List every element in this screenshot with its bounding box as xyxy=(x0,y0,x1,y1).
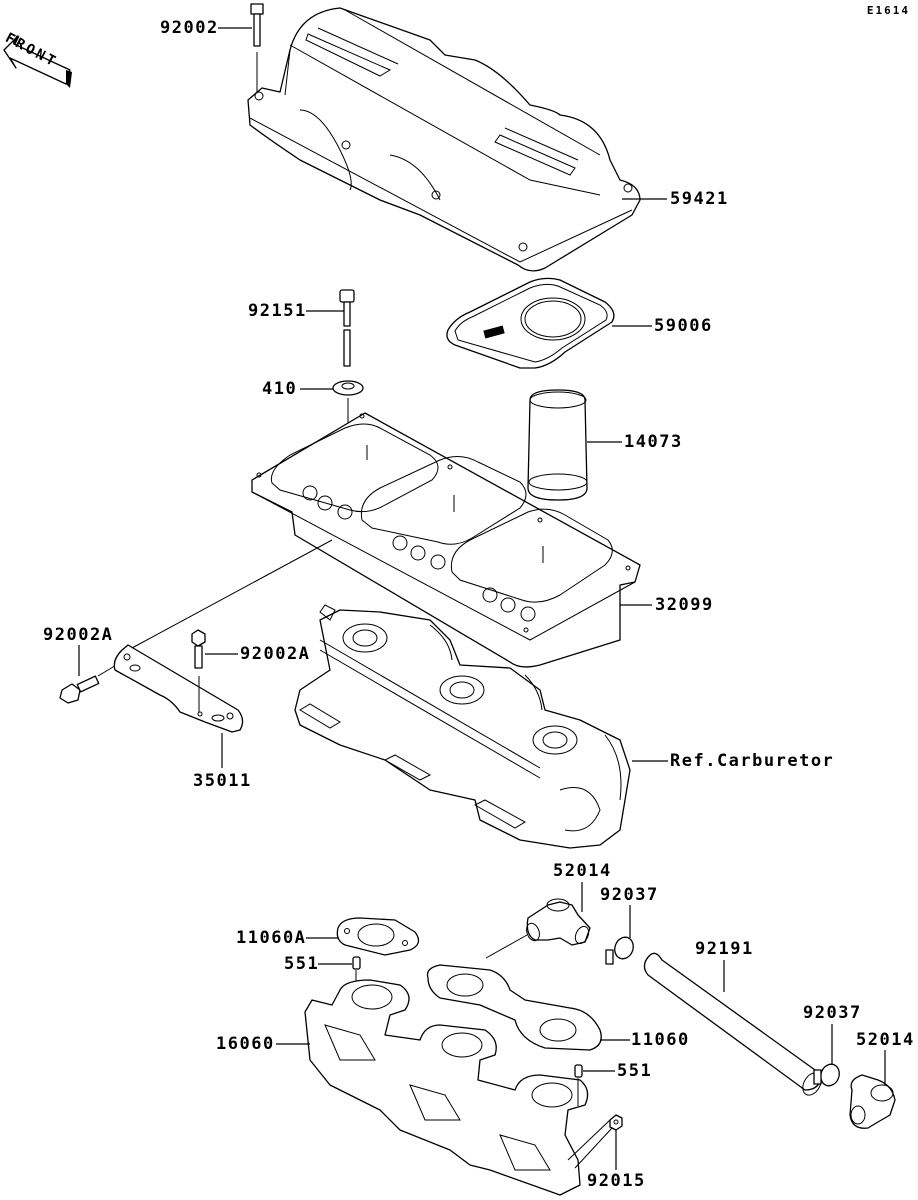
part-label-ref-carburetor[interactable]: Ref.Carburetor xyxy=(670,751,835,771)
part-label-551-left[interactable]: 551 xyxy=(284,954,320,974)
part-label-11060[interactable]: 11060 xyxy=(631,1030,690,1050)
part-label-35011[interactable]: 35011 xyxy=(193,771,252,791)
part-92015-nut xyxy=(609,1114,623,1131)
part-label-92015[interactable]: 92015 xyxy=(587,1171,646,1191)
part-92002a-right-bolt xyxy=(191,629,206,712)
part-label-59421[interactable]: 59421 xyxy=(670,189,729,209)
part-59421-cover xyxy=(247,7,641,272)
part-label-32099[interactable]: 32099 xyxy=(655,595,714,615)
part-label-410[interactable]: 410 xyxy=(262,379,298,399)
figure-code: E1614 xyxy=(866,4,910,17)
part-label-11060a[interactable]: 11060A xyxy=(236,928,307,948)
part-551-left-dowel xyxy=(352,956,361,985)
part-label-92037-bottom[interactable]: 92037 xyxy=(803,1003,862,1023)
part-92002a-left-bolt xyxy=(59,663,119,704)
part-52014-bottom-elbow xyxy=(849,1074,896,1129)
part-label-92037-top[interactable]: 92037 xyxy=(600,885,659,905)
part-92002-bolt xyxy=(250,3,264,94)
leader-bracket-link xyxy=(131,539,333,649)
part-11060-gasket xyxy=(426,964,602,1051)
part-label-92002a-left[interactable]: 92002A xyxy=(43,625,114,645)
part-label-551-right[interactable]: 551 xyxy=(617,1061,653,1081)
part-551-right-dowel xyxy=(574,1064,583,1106)
part-59006-gasket xyxy=(446,277,615,369)
part-label-14073[interactable]: 14073 xyxy=(624,432,683,452)
part-16060-manifold xyxy=(304,979,613,1196)
part-11060a-gasket xyxy=(336,917,420,956)
part-35011-bracket xyxy=(113,644,244,733)
part-14073-filter xyxy=(527,389,588,501)
part-label-92151[interactable]: 92151 xyxy=(248,301,307,321)
part-52014-top-elbow xyxy=(526,898,591,946)
part-92037-top-clamp xyxy=(605,936,634,965)
part-label-59006[interactable]: 59006 xyxy=(654,316,713,336)
part-label-92191[interactable]: 92191 xyxy=(695,939,754,959)
part-92151-bolt xyxy=(339,289,355,367)
part-32099-housing xyxy=(251,412,641,668)
part-label-16060[interactable]: 16060 xyxy=(216,1034,275,1054)
front-arrow-icon xyxy=(3,35,72,88)
part-label-52014-bottom[interactable]: 52014 xyxy=(856,1030,915,1050)
part-carburetor-assembly xyxy=(294,604,631,849)
part-92037-bottom-clamp xyxy=(813,1063,840,1087)
part-label-92002a-right[interactable]: 92002A xyxy=(240,644,311,664)
part-92191-hose xyxy=(643,952,823,1096)
part-label-92002[interactable]: 92002 xyxy=(160,18,219,38)
part-label-52014-top[interactable]: 52014 xyxy=(553,861,612,881)
